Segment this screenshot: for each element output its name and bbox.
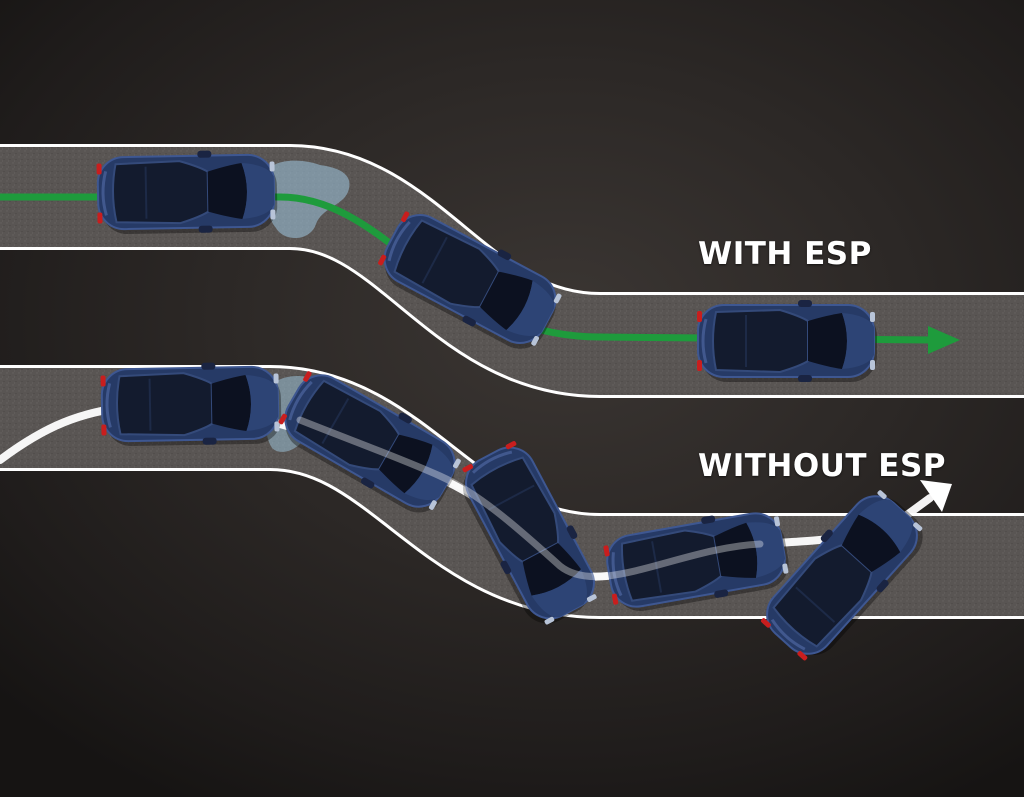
green-arrow-right-icon	[928, 326, 960, 354]
without-esp-label: WITHOUT ESP	[698, 448, 947, 484]
car-top-view-icon	[94, 147, 280, 237]
car-top-view-icon	[98, 359, 284, 449]
white-arrow-up-right-icon	[920, 480, 952, 512]
car-top-view-icon	[695, 298, 879, 384]
with-esp-label: WITH ESP	[698, 236, 872, 272]
